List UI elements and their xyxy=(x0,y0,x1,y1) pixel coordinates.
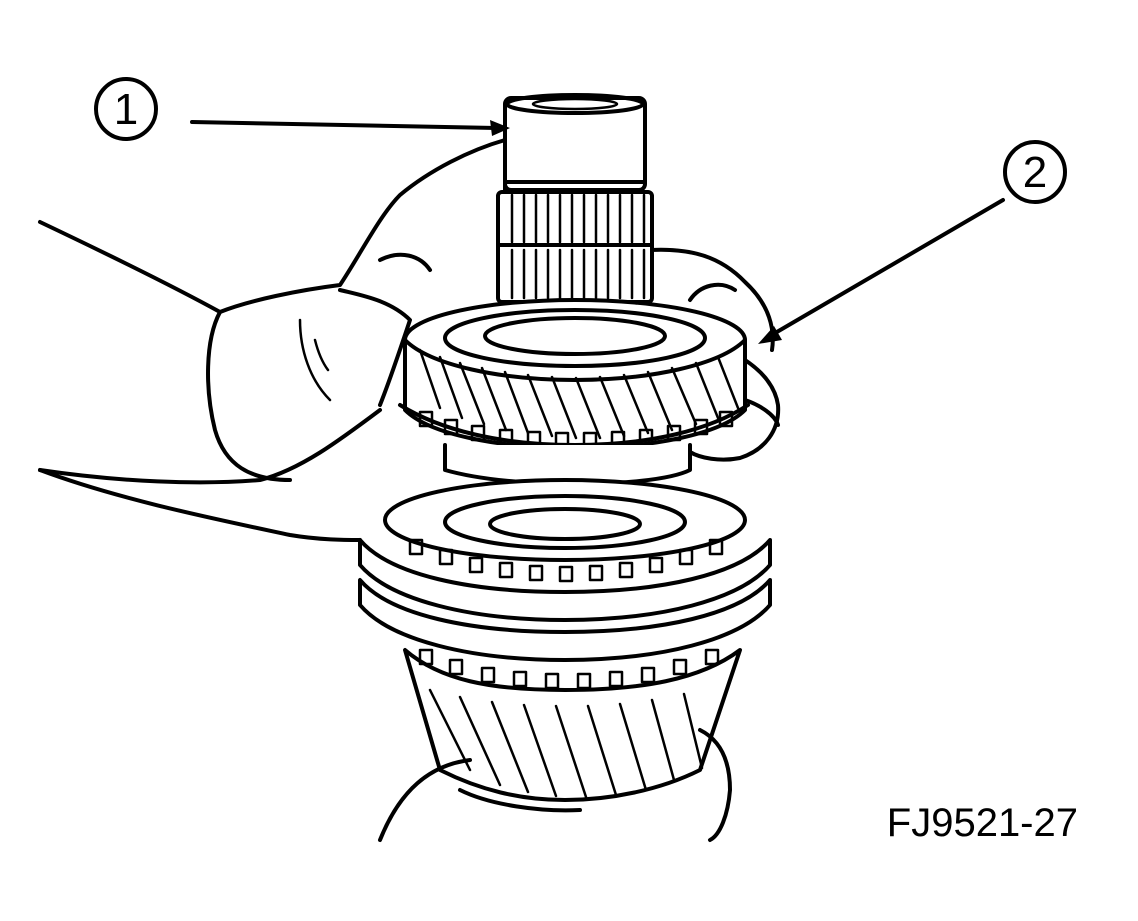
upper-gear xyxy=(398,298,750,486)
callout-2: 2 xyxy=(758,140,1067,344)
lower-hand xyxy=(378,728,732,842)
left-hand xyxy=(38,138,507,542)
callout-1: 1 xyxy=(94,77,510,141)
synchronizer-assembly xyxy=(358,478,772,662)
callout-2-label: 2 xyxy=(1023,148,1047,197)
figure-id-label: FJ9521-27 xyxy=(887,801,1078,845)
callout-1-label: 1 xyxy=(114,85,138,134)
lower-gear xyxy=(403,648,742,802)
